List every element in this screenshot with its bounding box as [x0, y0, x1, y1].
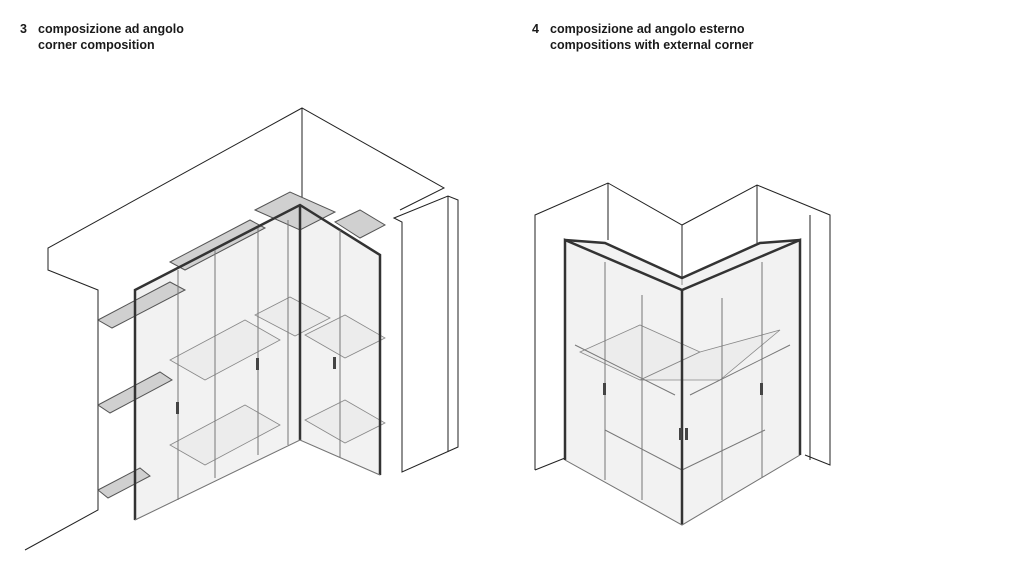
caption-figure-4: 4 composizione ad angolo esterno composi…: [532, 21, 754, 53]
figure-title-it: composizione ad angolo esterno: [550, 22, 745, 36]
figure-title-en: compositions with external corner: [550, 38, 754, 52]
caption-figure-3: 3 composizione ad angolo corner composit…: [20, 21, 184, 53]
figure-number: 4: [532, 22, 539, 36]
figure-title-en: corner composition: [38, 38, 155, 52]
figure-title-it: composizione ad angolo: [38, 22, 184, 36]
figure-number: 3: [20, 22, 27, 36]
